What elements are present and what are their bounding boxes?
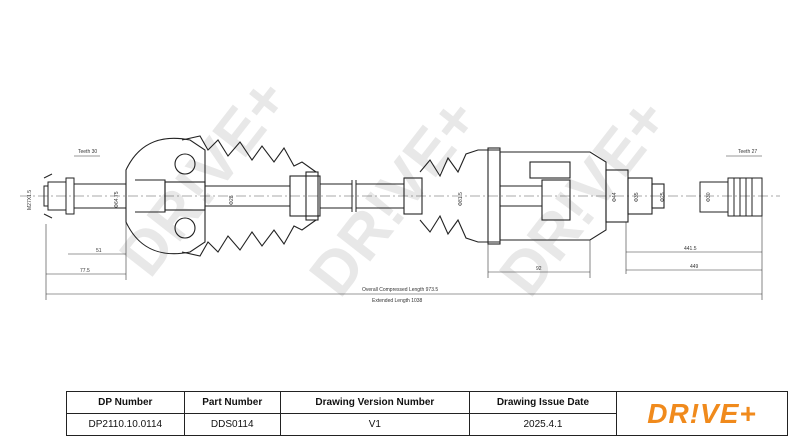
overall-length-label: Overall Compressed Length 973.5 <box>362 287 438 293</box>
watermark-group: DR!VE+ DR!VE+ DR!VE+ <box>107 66 682 309</box>
dimension-labels: Teeth 30 Teeth 27 M27X1.5 Φ64.75 Φ28 Φ81… <box>27 149 757 304</box>
dim-bearing: Φ44 <box>612 192 618 202</box>
left-cv-joint <box>125 137 290 255</box>
right-stub <box>699 177 763 217</box>
drive-logo: DR!VE+ <box>647 397 757 429</box>
header-issue-date: Drawing Issue Date <box>468 391 618 414</box>
teeth-left-label: Teeth 30 <box>78 149 97 155</box>
dim-441: 441.5 <box>684 246 697 252</box>
value-part-number: DDS0114 <box>183 413 281 436</box>
extended-length-label: Extended Length 1038 <box>372 298 423 304</box>
header-part-number: Part Number <box>183 391 281 414</box>
right-housing <box>499 151 665 241</box>
value-dp-number: DP2110.10.0114 <box>66 413 185 436</box>
teeth-right-label: Teeth 27 <box>738 149 757 155</box>
dim-left-stub: Φ64.75 <box>114 191 120 208</box>
left-boot <box>181 135 352 257</box>
dimension-lines <box>45 155 763 300</box>
watermark-text-1: DR!VE+ <box>107 66 302 289</box>
dim-right-boot: Φ81.5 <box>458 192 464 206</box>
header-drawing-version: Drawing Version Number <box>279 391 470 414</box>
header-dp-number: DP Number <box>66 391 185 414</box>
right-boot <box>403 147 501 245</box>
dim-449: 449 <box>690 264 699 270</box>
logo-cell: DR!VE+ <box>616 391 788 436</box>
value-issue-date: 2025.4.1 <box>468 413 618 436</box>
dim-92: 92 <box>536 266 542 272</box>
dim-35: Φ35 <box>634 192 640 202</box>
title-block: DP Number Part Number Drawing Version Nu… <box>66 391 788 436</box>
thread-label: M27X1.5 <box>27 190 33 210</box>
dim-51: 51 <box>96 248 102 254</box>
dim-left-shaft: Φ28 <box>229 195 235 205</box>
value-drawing-version: V1 <box>279 413 470 436</box>
watermark-text-3: DR!VE+ <box>487 86 682 309</box>
dim-77: 77.5 <box>80 268 90 274</box>
dim-25: Φ25 <box>660 192 666 202</box>
dim-30: Φ30 <box>706 192 712 202</box>
shaft-break <box>351 180 404 212</box>
